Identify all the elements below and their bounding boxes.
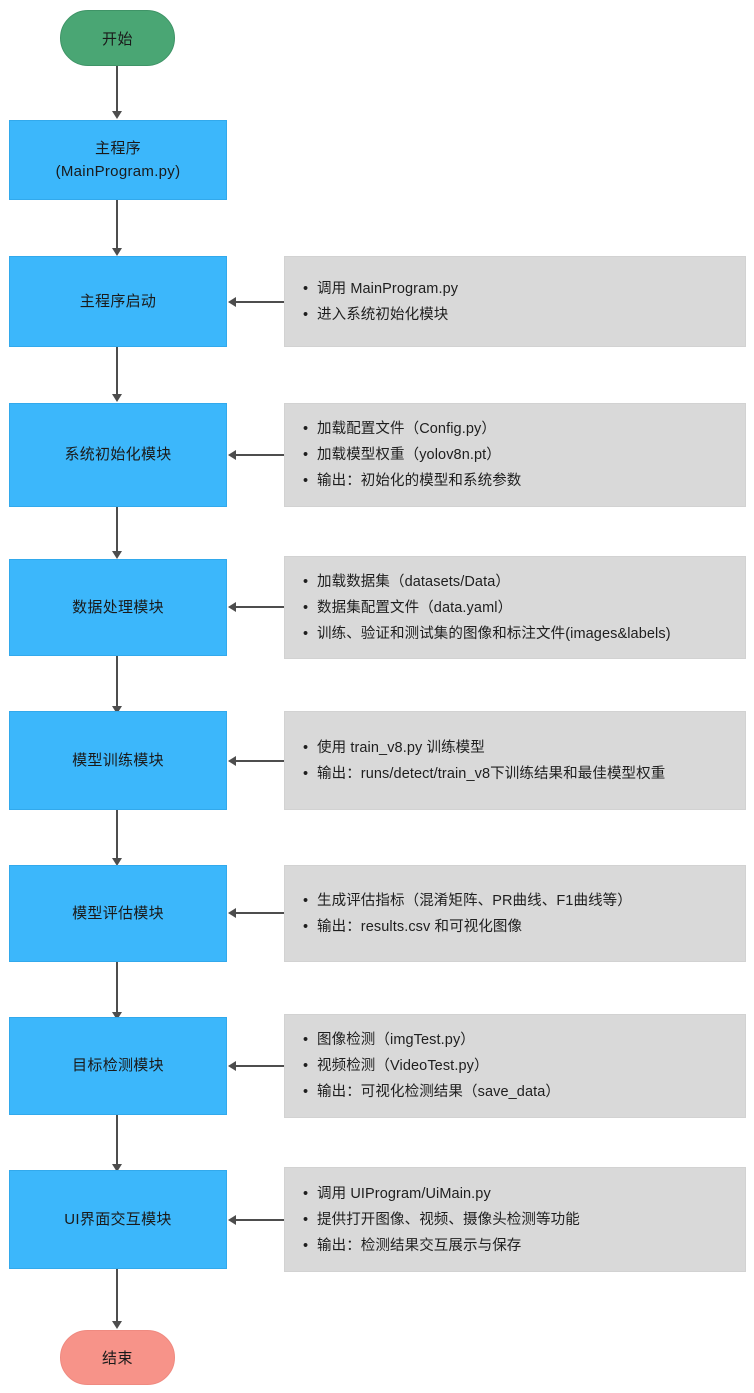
connector-system-init-to-data-processing [116, 507, 118, 551]
start-label: 开始 [101, 30, 133, 48]
note-line: 输出：runs/detect/train_v8下训练结果和最佳模型权重 [303, 761, 731, 787]
note-line: 加载模型权重（yolov8n.pt） [303, 442, 731, 468]
note-main-program-start: 调用 MainProgram.py 进入系统初始化模块 [284, 256, 746, 347]
arrowhead-note-to-model-evaluation [228, 908, 236, 918]
process-system-init[interactable]: 系统初始化模块 [9, 403, 227, 507]
note-system-init: 加载配置文件（Config.py） 加载模型权重（yolov8n.pt） 输出：… [284, 403, 746, 507]
arrowhead-note-to-object-detection [228, 1061, 236, 1071]
note-line: 加载数据集（datasets/Data） [303, 569, 731, 595]
arrowhead-note-to-main-program-start [228, 297, 236, 307]
process-ui-interaction[interactable]: UI界面交互模块 [9, 1170, 227, 1269]
process-main-program-label-line1: 主程序 [95, 139, 141, 157]
note-object-detection: 图像检测（imgTest.py） 视频检测（VideoTest.py） 输出：可… [284, 1014, 746, 1118]
note-line: 训练、验证和测试集的图像和标注文件(images&labels) [303, 621, 731, 647]
arrowhead-start-to-main-program [112, 111, 122, 119]
arrowhead-object-detection-to-ui-interaction [112, 1164, 122, 1172]
arrowhead-note-to-data-processing [228, 602, 236, 612]
note-data-processing: 加载数据集（datasets/Data） 数据集配置文件（data.yaml） … [284, 556, 746, 659]
process-main-program[interactable]: 主程序 (MainProgram.py) [9, 120, 227, 200]
connector-model-evaluation-to-object-detection [116, 962, 118, 1012]
connector-note-to-ui-interaction [236, 1219, 284, 1221]
process-system-init-label: 系统初始化模块 [64, 446, 172, 464]
note-line: 数据集配置文件（data.yaml） [303, 595, 731, 621]
note-line: 提供打开图像、视频、摄像头检测等功能 [303, 1207, 731, 1233]
note-line: 图像检测（imgTest.py） [303, 1027, 731, 1053]
note-line: 加载配置文件（Config.py） [303, 416, 731, 442]
connector-main-program-to-start-step [116, 200, 118, 248]
process-main-program-start-label: 主程序启动 [79, 292, 157, 310]
note-line: 进入系统初始化模块 [303, 302, 731, 328]
connector-start-to-main-program [116, 66, 118, 111]
note-line: 输出：可视化检测结果（save_data） [303, 1079, 731, 1105]
connector-note-to-model-evaluation [236, 912, 284, 914]
arrowhead-main-program-to-start-step [112, 248, 122, 256]
connector-note-to-main-program-start [236, 301, 284, 303]
note-line: 生成评估指标（混淆矩阵、PR曲线、F1曲线等） [303, 888, 731, 914]
process-data-processing[interactable]: 数据处理模块 [9, 559, 227, 656]
start-terminator[interactable]: 开始 [60, 10, 175, 66]
connector-note-to-system-init [236, 454, 284, 456]
note-line: 输出：results.csv 和可视化图像 [303, 914, 731, 940]
connector-note-to-model-training [236, 760, 284, 762]
arrowhead-note-to-model-training [228, 756, 236, 766]
connector-model-training-to-model-evaluation [116, 810, 118, 858]
connector-data-processing-to-model-training [116, 656, 118, 706]
process-model-training[interactable]: 模型训练模块 [9, 711, 227, 810]
arrowhead-model-evaluation-to-object-detection [112, 1012, 122, 1020]
connector-object-detection-to-ui-interaction [116, 1115, 118, 1164]
note-ui-interaction: 调用 UIProgram/UiMain.py 提供打开图像、视频、摄像头检测等功… [284, 1167, 746, 1272]
arrowhead-system-init-to-data-processing [112, 551, 122, 559]
process-data-processing-label: 数据处理模块 [72, 598, 164, 616]
connector-ui-interaction-to-end [116, 1269, 118, 1321]
note-line: 调用 MainProgram.py [303, 276, 731, 302]
process-object-detection-label: 目标检测模块 [72, 1057, 164, 1075]
process-model-training-label: 模型训练模块 [72, 751, 164, 769]
note-model-training: 使用 train_v8.py 训练模型 输出：runs/detect/train… [284, 711, 746, 810]
connector-start-step-to-system-init [116, 347, 118, 394]
note-line: 输出：初始化的模型和系统参数 [303, 468, 731, 494]
arrowhead-ui-interaction-to-end [112, 1321, 122, 1329]
note-line: 使用 train_v8.py 训练模型 [303, 735, 731, 761]
note-line: 调用 UIProgram/UiMain.py [303, 1181, 731, 1207]
process-main-program-label-line2: (MainProgram.py) [55, 163, 181, 180]
process-ui-interaction-label: UI界面交互模块 [64, 1210, 172, 1228]
end-terminator[interactable]: 结束 [60, 1330, 175, 1385]
end-label: 结束 [101, 1350, 133, 1367]
arrowhead-start-step-to-system-init [112, 394, 122, 402]
arrowhead-data-processing-to-model-training [112, 706, 122, 714]
note-line: 输出：检测结果交互展示与保存 [303, 1233, 731, 1259]
connector-note-to-object-detection [236, 1065, 284, 1067]
process-object-detection[interactable]: 目标检测模块 [9, 1017, 227, 1115]
arrowhead-note-to-system-init [228, 450, 236, 460]
note-line: 视频检测（VideoTest.py） [303, 1053, 731, 1079]
arrowhead-model-training-to-model-evaluation [112, 858, 122, 866]
connector-note-to-data-processing [236, 606, 284, 608]
arrowhead-note-to-ui-interaction [228, 1215, 236, 1225]
process-main-program-start[interactable]: 主程序启动 [9, 256, 227, 347]
process-model-evaluation-label: 模型评估模块 [72, 904, 164, 922]
process-model-evaluation[interactable]: 模型评估模块 [9, 865, 227, 962]
note-model-evaluation: 生成评估指标（混淆矩阵、PR曲线、F1曲线等） 输出：results.csv 和… [284, 865, 746, 962]
